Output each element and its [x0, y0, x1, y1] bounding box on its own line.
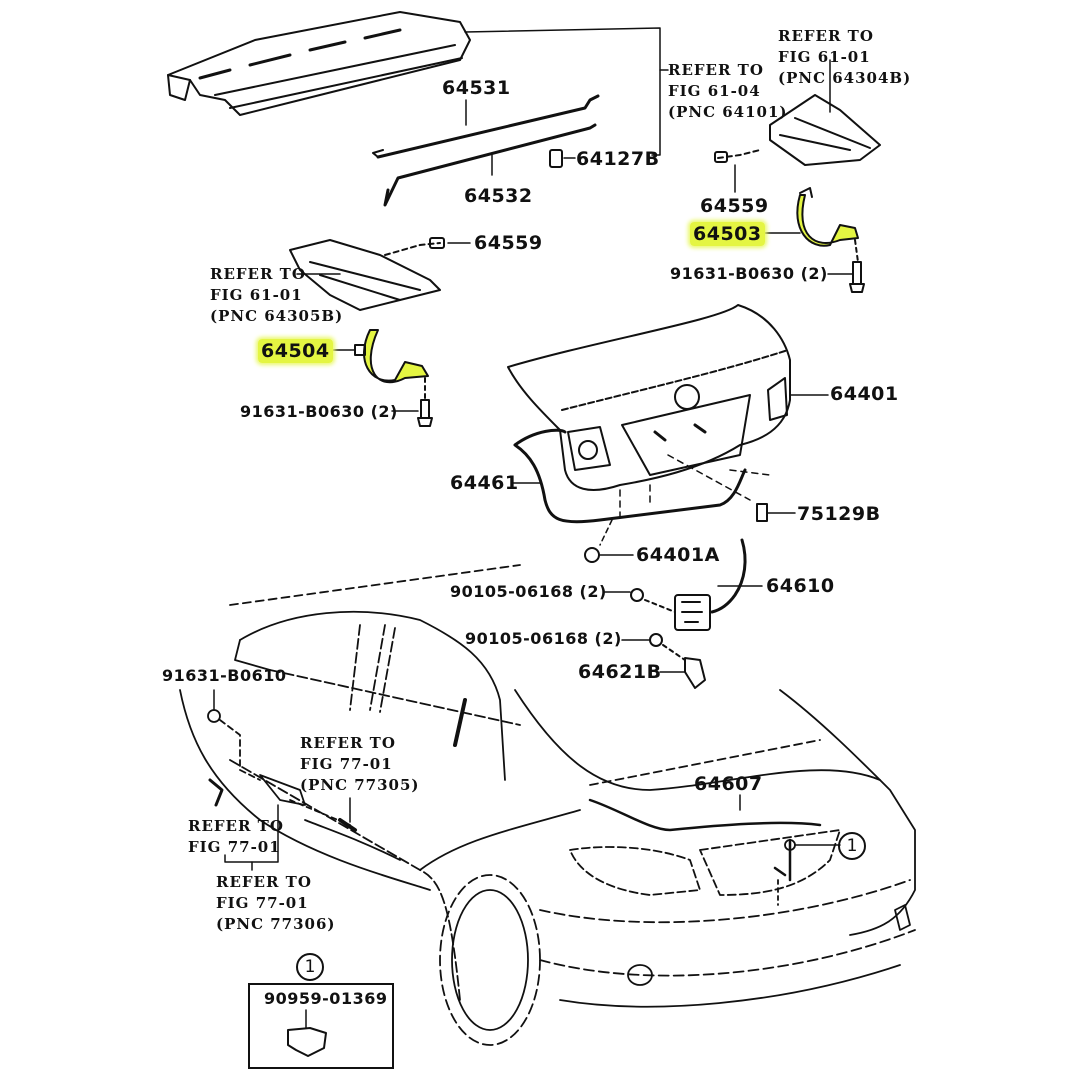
torsion-bar-64531 — [372, 94, 600, 159]
trunk-lid-64401 — [507, 304, 829, 491]
reference-fig-77-01-77306: REFER TO FIG 77-01 (PNC 77306) — [216, 873, 336, 933]
clip-75129B — [756, 503, 768, 522]
callout-91631-B0610: 91631-B0610 — [162, 666, 287, 685]
circle-marker-1-box: 1 — [296, 953, 324, 981]
callout-64504: 64504 — [258, 339, 333, 363]
hinge-64503 — [759, 187, 865, 293]
callout-64127B: 64127B — [576, 148, 660, 170]
circle-marker-1-car: 1 — [838, 832, 866, 860]
car-body-outline — [179, 564, 916, 1046]
plug-64401A — [584, 547, 600, 563]
weatherstrip-64461 — [511, 428, 747, 524]
hinge-64504 — [324, 329, 433, 427]
inset-box — [248, 983, 394, 1069]
lock-assembly-64610 — [604, 538, 763, 631]
callout-64532: 64532 — [464, 185, 533, 207]
reference-fig-61-01-64304B: REFER TO FIG 61-01 (PNC 64304B) — [778, 27, 912, 87]
callout-64610: 64610 — [766, 575, 835, 597]
callout-64503: 64503 — [690, 222, 765, 246]
striker-64621B — [621, 633, 706, 689]
bracket-line — [464, 27, 661, 156]
callout-64401A: 64401A — [636, 544, 720, 566]
door-lock-linkage — [207, 689, 401, 871]
clip-64127B — [549, 149, 576, 168]
package-tray-panel — [167, 11, 471, 116]
reference-fig-77-01: REFER TO FIG 77-01 — [188, 817, 284, 856]
highlight-64503: 64503 — [690, 222, 765, 246]
callout-91631-B0630-top: 91631-B0630 (2) — [670, 264, 828, 283]
callout-64559-left: 64559 — [474, 232, 543, 254]
callout-90105-06168-b: 90105-06168 (2) — [465, 629, 622, 648]
hinge-mount-64305B — [289, 237, 471, 311]
callout-90105-06168-a: 90105-06168 (2) — [450, 582, 607, 601]
reference-fig-77-01-77305: REFER TO FIG 77-01 (PNC 77305) — [300, 734, 420, 794]
reference-fig-61-04: REFER TO FIG 61-04 (PNC 64101) — [668, 61, 788, 121]
callout-64559-top: 64559 — [700, 195, 769, 217]
plug-90959-01369 — [287, 1009, 327, 1057]
callout-90959-01369: 90959-01369 — [264, 989, 388, 1008]
hinge-mount-64304B — [714, 59, 881, 193]
torsion-bar-64532 — [383, 123, 597, 207]
callout-64461: 64461 — [450, 472, 519, 494]
callout-64621B: 64621B — [578, 661, 662, 683]
highlight-64504: 64504 — [258, 339, 333, 363]
callout-64531: 64531 — [442, 77, 511, 99]
callout-64607: 64607 — [694, 773, 763, 795]
callout-64401: 64401 — [830, 383, 899, 405]
callout-75129B: 75129B — [797, 503, 881, 525]
callout-91631-B0630-left: 91631-B0630 (2) — [240, 402, 398, 421]
reference-fig-61-01-64305B: REFER TO FIG 61-01 (PNC 64305B) — [210, 265, 344, 325]
